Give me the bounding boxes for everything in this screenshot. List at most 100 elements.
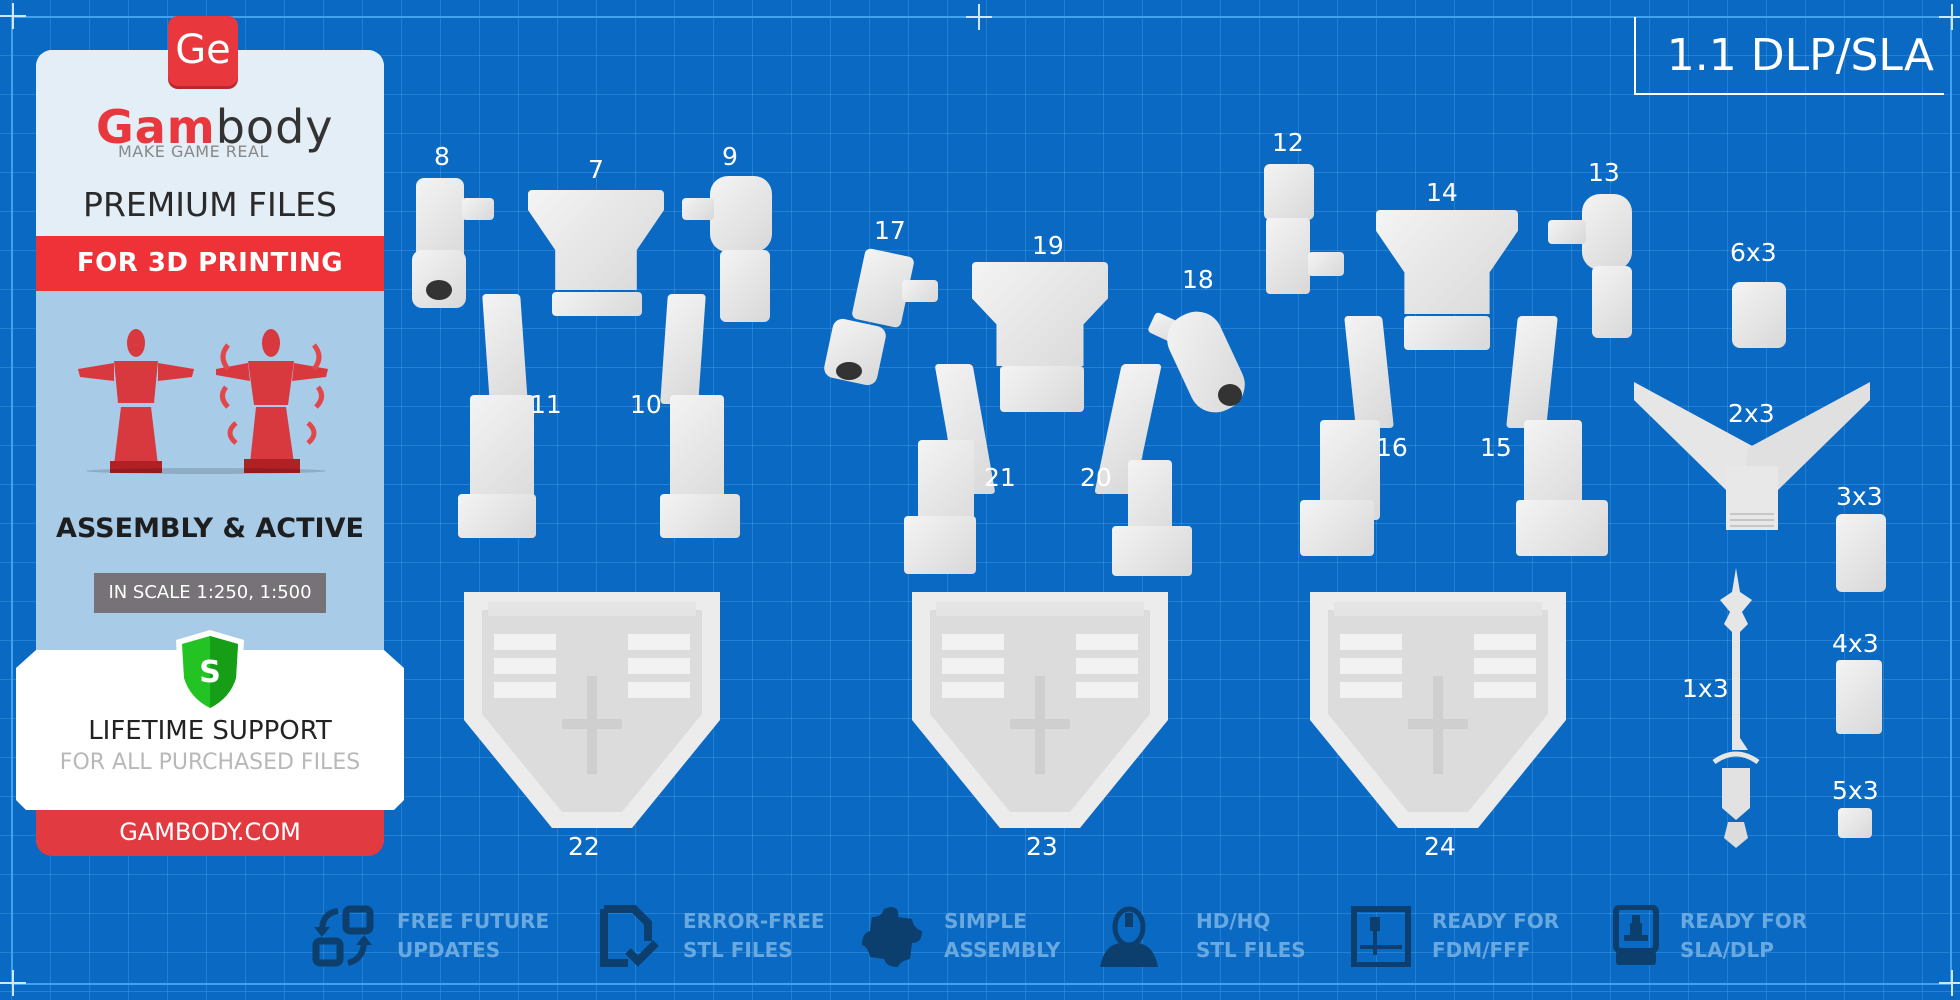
static-figure-icon xyxy=(78,329,194,473)
part-label-16: 16 xyxy=(1376,433,1408,462)
feature-line2: STL FILES xyxy=(683,938,793,962)
part-label-19: 19 xyxy=(1032,231,1064,260)
scale-badge: IN SCALE 1:250, 1:500 xyxy=(94,573,326,613)
part-arm-9 xyxy=(710,176,772,252)
part-label-3x3: 3x3 xyxy=(1836,482,1883,511)
part-label-17: 17 xyxy=(874,216,906,245)
shield-s-icon: S xyxy=(176,630,244,714)
part-label-23: 23 xyxy=(1026,832,1058,861)
part-label-6x3: 6x3 xyxy=(1730,238,1777,267)
svg-text:S: S xyxy=(199,655,221,690)
part-leg-15-foot xyxy=(1516,500,1608,556)
part-arm-13 xyxy=(1582,194,1632,270)
part-leg-16 xyxy=(1344,316,1394,428)
assembly-active-heading: ASSEMBLY & ACTIVE xyxy=(56,513,364,544)
feature-line2: ASSEMBLY xyxy=(944,938,1061,962)
gambody-website-link[interactable]: GAMBODY.COM xyxy=(36,810,384,856)
part-wings-2 xyxy=(1634,382,1870,530)
part-label-22: 22 xyxy=(568,832,600,861)
for-3d-printing-strip: FOR 3D PRINTING xyxy=(36,236,384,291)
assembly-figures-illustration xyxy=(78,329,328,474)
part-label-20: 20 xyxy=(1080,463,1112,492)
part-label-5x3: 5x3 xyxy=(1832,776,1879,805)
part-shield-24 xyxy=(1310,592,1566,828)
part-label-18: 18 xyxy=(1182,265,1214,294)
part-leg-11 xyxy=(482,294,528,404)
part-arm-13-forearm xyxy=(1592,266,1632,338)
feature-line1: HD/HQ xyxy=(1196,909,1271,933)
part-label-7: 7 xyxy=(588,155,604,184)
part-label-13: 13 xyxy=(1588,158,1620,187)
feature-line2: STL FILES xyxy=(1196,938,1306,962)
brand-wordmark: Gambody xyxy=(96,100,334,154)
part-leg-10-foot xyxy=(660,494,740,538)
part-arm-13-peg xyxy=(1548,220,1586,244)
feature-line1: ERROR-FREE xyxy=(683,909,825,933)
tagline: MAKE GAME REAL xyxy=(118,142,269,161)
part-piece-3 xyxy=(1836,514,1886,592)
part-arm-18-forearm xyxy=(1158,303,1254,421)
part-head-6 xyxy=(1732,282,1786,348)
feature-line1: READY FOR xyxy=(1680,909,1808,933)
part-label-9: 9 xyxy=(722,142,738,171)
feature-line2: FDM/FFF xyxy=(1432,938,1531,962)
file-check-icon xyxy=(600,905,659,967)
feature-line2: UPDATES xyxy=(397,938,501,962)
part-label-10: 10 xyxy=(630,390,662,419)
crosshair-icon xyxy=(1939,970,1960,996)
lifetime-support-title: LIFETIME SUPPORT xyxy=(88,716,332,746)
part-piece-4 xyxy=(1836,660,1882,734)
promo-panel: Gambody MAKE GAME REAL PREMIUM FILES FOR… xyxy=(36,50,384,855)
part-leg-10 xyxy=(660,294,706,404)
frame-left-line xyxy=(11,16,13,984)
part-label-1x3: 1x3 xyxy=(1682,674,1729,703)
part-label-11: 11 xyxy=(530,390,562,419)
part-leg-15 xyxy=(1506,316,1558,428)
part-torso-14 xyxy=(1376,210,1518,314)
part-hole-icon xyxy=(1218,384,1242,406)
part-arm-17-peg xyxy=(902,280,938,302)
part-label-14: 14 xyxy=(1426,178,1458,207)
part-shield-23 xyxy=(912,592,1168,828)
puzzle-piece-icon xyxy=(862,907,922,967)
part-label-15: 15 xyxy=(1480,433,1512,462)
part-torso-14-waist xyxy=(1404,316,1490,350)
helmet-bust-icon xyxy=(1100,906,1158,967)
frame-right-line xyxy=(1950,16,1952,984)
part-arm-9-peg xyxy=(682,198,714,220)
part-leg-16-foot xyxy=(1300,500,1374,556)
part-label-21: 21 xyxy=(984,463,1016,492)
part-torso-7-waist xyxy=(552,292,642,316)
lifetime-support-subtitle: FOR ALL PURCHASED FILES xyxy=(59,750,361,775)
part-label-12: 12 xyxy=(1272,128,1304,157)
part-arm-8-peg xyxy=(462,198,494,220)
part-torso-19-waist xyxy=(1000,366,1084,412)
part-piece-5 xyxy=(1838,808,1872,838)
feature-line1: SIMPLE xyxy=(944,909,1027,933)
part-leg-11-foot xyxy=(458,494,536,538)
part-label-4x3: 4x3 xyxy=(1832,629,1879,658)
part-sword-1 xyxy=(1712,568,1760,848)
refresh-squares-icon xyxy=(312,905,374,967)
fdm-printer-icon xyxy=(1351,906,1411,967)
part-arm-12-peg xyxy=(1308,252,1344,276)
part-label-8: 8 xyxy=(434,142,450,171)
feature-line1: READY FOR xyxy=(1432,909,1560,933)
feature-line2: SLA/DLP xyxy=(1680,938,1774,962)
part-leg-20-foot xyxy=(1112,526,1192,576)
part-arm-12 xyxy=(1264,164,1314,220)
sla-printer-icon xyxy=(1613,905,1659,965)
part-torso-7 xyxy=(528,190,664,290)
premium-files-heading: PREMIUM FILES xyxy=(83,185,337,224)
part-arm-9-forearm xyxy=(720,250,770,322)
part-leg-21-foot xyxy=(904,516,976,574)
part-torso-19 xyxy=(972,262,1108,366)
part-hole-icon xyxy=(836,362,862,380)
crosshair-icon xyxy=(966,4,992,30)
crosshair-icon xyxy=(0,970,26,996)
gambody-logo-icon[interactable]: Ge xyxy=(168,16,238,86)
frame-bottom-line xyxy=(11,983,1951,985)
crosshair-icon xyxy=(0,3,26,29)
print-type-title: 1.1 DLP/SLA xyxy=(1634,17,1944,95)
part-label-2x3: 2x3 xyxy=(1728,399,1775,428)
